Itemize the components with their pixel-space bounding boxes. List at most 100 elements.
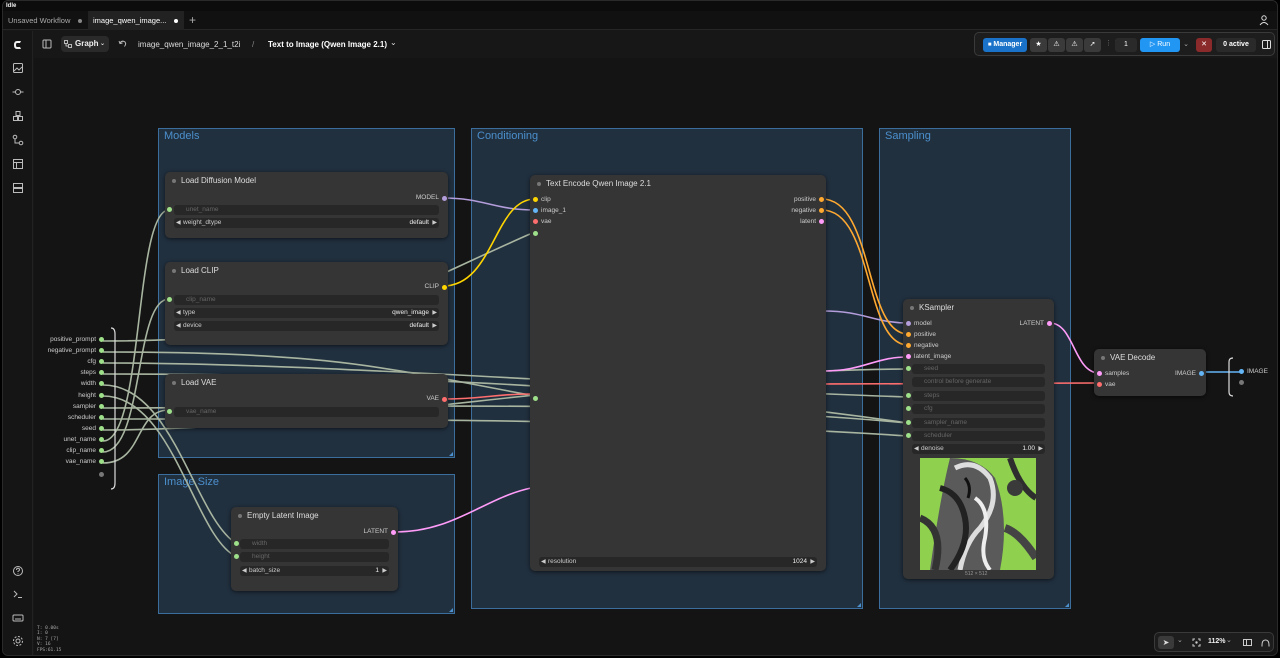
warning-icon[interactable]: ⚠: [1048, 38, 1065, 52]
queue-icon[interactable]: [12, 182, 24, 194]
subgraph-input-pin[interactable]: [99, 403, 104, 409]
manager-button[interactable]: ■ Manager: [983, 38, 1027, 52]
input-pin-negative[interactable]: [533, 396, 538, 401]
input-pin-vae[interactable]: [1097, 382, 1102, 387]
subgraph-input-pin[interactable]: [99, 436, 104, 442]
input-pin-image[interactable]: [533, 208, 538, 213]
arrow-right-icon[interactable]: ▶: [1038, 446, 1043, 452]
subgraph-input-empty-pin[interactable]: [99, 472, 104, 478]
panel-toggle-icon[interactable]: [42, 39, 52, 49]
arrow-right-icon[interactable]: ▶: [810, 559, 815, 565]
new-tab-plus-icon[interactable]: +: [189, 13, 197, 27]
keyboard-icon[interactable]: [12, 612, 24, 624]
pointer-icon[interactable]: ➤: [1158, 636, 1174, 649]
zoom-level[interactable]: 112%: [1208, 638, 1226, 645]
input-pin[interactable]: [167, 207, 172, 212]
height-widget[interactable]: height: [240, 552, 389, 562]
resize-handle[interactable]: [857, 603, 861, 607]
output-pin-negative[interactable]: [819, 208, 824, 213]
star-icon[interactable]: ★: [1030, 38, 1047, 52]
image-icon[interactable]: [12, 62, 24, 74]
sampler-name-widget[interactable]: sampler_name: [912, 418, 1045, 428]
share-icon[interactable]: ➚: [1084, 38, 1101, 52]
resize-handle[interactable]: [449, 452, 453, 456]
denoise-widget[interactable]: ◀ denoise 1.00 ▶: [912, 444, 1045, 454]
arrow-left-icon[interactable]: ◀: [541, 559, 546, 565]
output-empty-pin[interactable]: [1239, 380, 1244, 385]
unet-name-widget[interactable]: unet_name: [174, 205, 439, 215]
output-image-pin[interactable]: [1239, 369, 1244, 374]
output-pin[interactable]: [442, 196, 447, 201]
workflow-filename[interactable]: image_qwen_image_2_1_t2i: [138, 40, 241, 49]
undo-icon[interactable]: [118, 39, 127, 48]
input-pin-steps[interactable]: [906, 393, 911, 398]
input-pin-width[interactable]: [234, 541, 239, 546]
node-load-vae[interactable]: Load VAE VAE vae_name: [165, 374, 448, 428]
steps-widget[interactable]: steps: [912, 391, 1045, 401]
subgraph-input-pin[interactable]: [99, 425, 104, 431]
arrow-right-icon[interactable]: ▶: [432, 310, 437, 316]
input-pin-samples[interactable]: [1097, 371, 1102, 376]
input-pin[interactable]: [167, 409, 172, 414]
arrow-left-icon[interactable]: ◀: [914, 446, 919, 452]
resolution-widget[interactable]: ◀ resolution 1024 ▶: [539, 557, 817, 567]
output-pin[interactable]: [1047, 321, 1052, 326]
user-icon[interactable]: [1259, 14, 1269, 26]
node-ksampler[interactable]: KSampler model positive negative latent_…: [903, 299, 1054, 579]
cancel-icon[interactable]: ✕: [1196, 38, 1212, 52]
input-pin-scheduler[interactable]: [906, 433, 911, 438]
batch-size-widget[interactable]: ◀ batch_size 1 ▶: [240, 566, 389, 576]
drag-handle-icon[interactable]: ⋮⋮: [1105, 40, 1119, 47]
output-pin-positive[interactable]: [819, 197, 824, 202]
settings-gear-icon[interactable]: [12, 635, 24, 647]
arrow-left-icon[interactable]: ◀: [176, 323, 181, 329]
subgraph-input-pin[interactable]: [99, 414, 104, 420]
subgraph-input-pin[interactable]: [99, 381, 104, 387]
terminal-icon[interactable]: [12, 588, 24, 600]
arrow-left-icon[interactable]: ◀: [176, 220, 181, 226]
control-before-generate-widget[interactable]: control before generate: [912, 377, 1045, 387]
node-load-diffusion-model[interactable]: Load Diffusion Model MODEL unet_name ◀ w…: [165, 172, 448, 238]
help-icon[interactable]: [12, 565, 24, 577]
clip-device-widget[interactable]: ◀ device default ▶: [174, 321, 439, 331]
input-pin-height[interactable]: [234, 554, 239, 559]
arrow-left-icon[interactable]: ◀: [242, 568, 247, 574]
width-widget[interactable]: width: [240, 539, 389, 549]
side-panel-icon[interactable]: [1262, 40, 1271, 49]
input-pin-latent[interactable]: [906, 354, 911, 359]
templates-icon[interactable]: [12, 158, 24, 170]
minimap-icon[interactable]: [1243, 638, 1252, 647]
input-pin-positive[interactable]: [906, 332, 911, 337]
clip-type-widget[interactable]: ◀ type qwen_image ▶: [174, 308, 439, 318]
vae-name-widget[interactable]: vae_name: [174, 407, 439, 417]
model-library-icon[interactable]: [12, 110, 24, 122]
node-load-clip[interactable]: Load CLIP CLIP clip_name ◀ type qwen_ima…: [165, 262, 448, 345]
input-pin-model[interactable]: [906, 321, 911, 326]
arrow-right-icon[interactable]: ▶: [432, 220, 437, 226]
arrow-left-icon[interactable]: ◀: [176, 310, 181, 316]
weight-dtype-widget[interactable]: ◀ weight_dtype default ▶: [174, 218, 439, 228]
chevron-down-icon[interactable]: ⌄: [390, 38, 397, 47]
graph-canvas[interactable]: Models Conditioning Sampling Image Size: [34, 58, 1277, 655]
node-vae-decode[interactable]: VAE Decode samples vae IMAGE: [1094, 349, 1206, 396]
subgraph-input-pin[interactable]: [99, 359, 104, 365]
input-pin-negative[interactable]: [906, 343, 911, 348]
subgraph-input-pin[interactable]: [99, 459, 104, 465]
arrow-right-icon[interactable]: ▶: [382, 568, 387, 574]
active-queue-button[interactable]: 0 active: [1216, 38, 1256, 52]
resize-handle[interactable]: [1065, 603, 1069, 607]
output-pin[interactable]: [1199, 371, 1204, 376]
graph-mode-button[interactable]: Graph ⌄: [61, 36, 109, 52]
input-pin-vae[interactable]: [533, 219, 538, 224]
input-pin-seed[interactable]: [906, 366, 911, 371]
fit-view-icon[interactable]: [1192, 638, 1201, 647]
subgraph-input-pin[interactable]: [99, 370, 104, 376]
output-pin[interactable]: [391, 530, 396, 535]
arrow-right-icon[interactable]: ▶: [432, 323, 437, 329]
chevron-down-icon[interactable]: ⌄: [1177, 637, 1183, 644]
cfg-widget[interactable]: cfg: [912, 404, 1045, 414]
output-pin[interactable]: [442, 397, 447, 402]
input-pin-cfg[interactable]: [906, 406, 911, 411]
batch-count-input[interactable]: 1: [1115, 38, 1137, 52]
run-options-chevron-icon[interactable]: ⌄: [1181, 38, 1191, 52]
